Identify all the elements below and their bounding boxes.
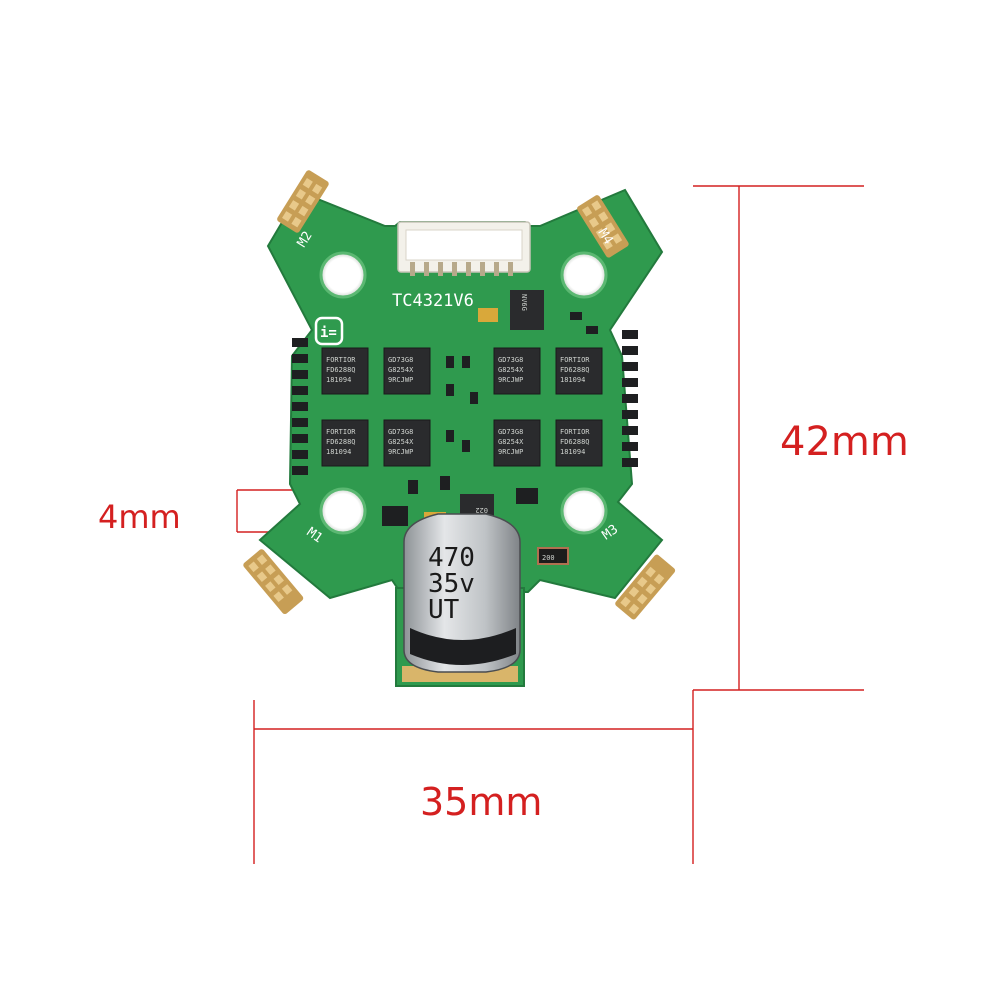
svg-text:FD6288Q: FD6288Q <box>560 366 590 374</box>
electrolytic-capacitor: 470 35v UT <box>403 513 521 673</box>
chip: GD73G8 G8254X 9RCJWP <box>383 419 431 467</box>
svg-text:G8254X: G8254X <box>498 366 524 374</box>
svg-text:FORTIOR: FORTIOR <box>560 356 590 364</box>
svg-text:FORTIOR: FORTIOR <box>326 356 356 364</box>
svg-text:200: 200 <box>542 554 555 562</box>
svg-text:FD6288Q: FD6288Q <box>560 438 590 446</box>
mounting-hole-top-left <box>319 251 367 299</box>
motor-label-m1: M1 <box>304 525 325 546</box>
svg-text:181094: 181094 <box>560 376 585 384</box>
tantalum-capacitor <box>478 308 498 322</box>
svg-text:181094: 181094 <box>560 448 585 456</box>
svg-text:FD6288Q: FD6288Q <box>326 366 356 374</box>
svg-text:FORTIOR: FORTIOR <box>560 428 590 436</box>
chip: FORTIOR FD6288Q 181094 <box>321 419 369 467</box>
svg-text:GD73G8: GD73G8 <box>498 356 523 364</box>
chip: GD73G8 G8254X 9RCJWP <box>493 419 541 467</box>
capacitor-value: 470 <box>428 543 475 573</box>
svg-text:181094: 181094 <box>326 376 351 384</box>
svg-text:9RCJWP: 9RCJWP <box>498 448 523 456</box>
hole-size-label: 4mm <box>98 498 181 536</box>
resistor: 200 <box>537 547 569 565</box>
brand-logo-icon: i= <box>314 316 344 346</box>
svg-text:GD73G8: GD73G8 <box>498 428 523 436</box>
svg-text:181094: 181094 <box>326 448 351 456</box>
motor-label-m4: M4 <box>595 226 616 247</box>
mounting-holes <box>319 251 608 535</box>
chip: FORTIOR FD6288Q 181094 <box>555 347 603 395</box>
svg-text:G8254X: G8254X <box>388 438 414 446</box>
motor-label-m3: M3 <box>600 522 621 543</box>
signal-connector <box>397 221 531 276</box>
svg-text:GD73G8: GD73G8 <box>388 428 413 436</box>
capacitor-voltage: 35v <box>428 569 475 599</box>
svg-text:FD6288Q: FD6288Q <box>326 438 356 446</box>
svg-text:022: 022 <box>475 506 488 514</box>
dimension-lines <box>236 185 864 864</box>
model-number-label: TC4321V6 <box>392 291 474 311</box>
chip: GD73G8 G8254X 9RCJWP <box>383 347 431 395</box>
svg-text:9RCJWP: 9RCJWP <box>498 376 523 384</box>
mounting-hole-bottom-left <box>319 487 367 535</box>
capacitor-series: UT <box>428 595 460 625</box>
left-component-column <box>292 338 308 475</box>
center-small-components <box>382 312 598 526</box>
svg-text:FORTIOR: FORTIOR <box>326 428 356 436</box>
chip: GD73G8 G8254X 9RCJWP <box>493 347 541 395</box>
svg-text:NV6G: NV6G <box>520 294 528 311</box>
esc-board: M2 M4 M1 M3 TC4321V6 i= <box>243 170 676 687</box>
motor-pads <box>243 170 676 620</box>
chip-grid: FORTIOR FD6288Q 181094 GD73G8 G8254X 9RC… <box>321 347 603 467</box>
svg-text:9RCJWP: 9RCJWP <box>388 376 413 384</box>
motor-label-m2: M2 <box>295 229 316 250</box>
svg-text:G8254X: G8254X <box>388 366 414 374</box>
svg-text:GD73G8: GD73G8 <box>388 356 413 364</box>
right-component-column <box>622 330 638 467</box>
svg-text:i=: i= <box>320 325 337 341</box>
mounting-hole-bottom-right <box>560 487 608 535</box>
height-label: 42mm <box>780 419 909 465</box>
voltage-regulator: NV6G <box>510 290 544 330</box>
svg-text:9RCJWP: 9RCJWP <box>388 448 413 456</box>
width-label: 35mm <box>420 780 542 824</box>
chip: FORTIOR FD6288Q 181094 <box>555 419 603 467</box>
mounting-hole-top-right <box>560 251 608 299</box>
chip: FORTIOR FD6288Q 181094 <box>321 347 369 395</box>
svg-text:G8254X: G8254X <box>498 438 524 446</box>
